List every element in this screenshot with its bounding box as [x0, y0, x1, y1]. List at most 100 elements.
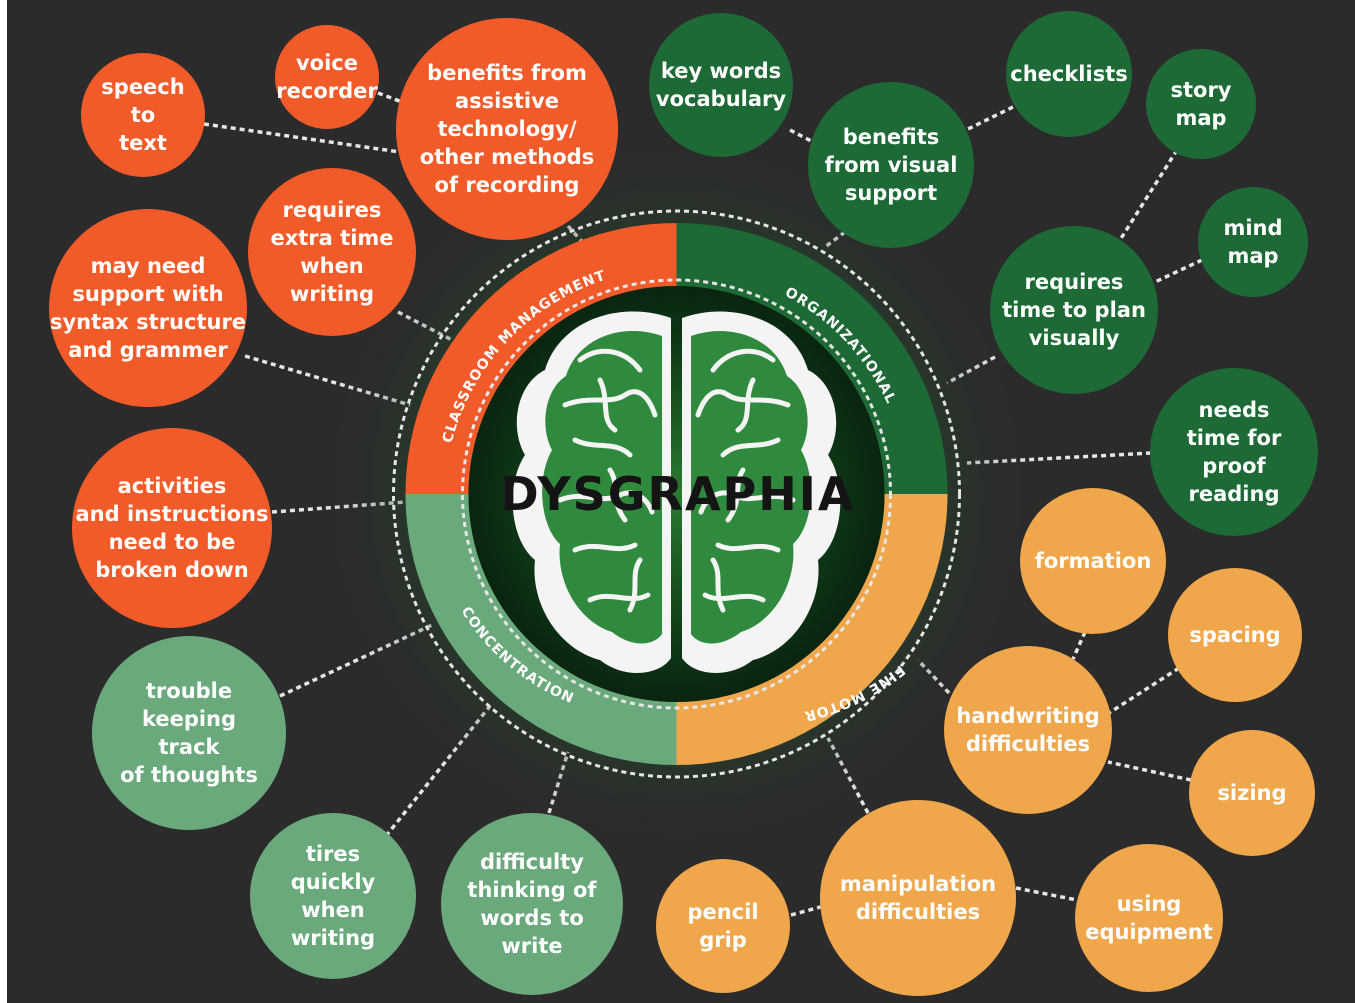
bubble-line: difficulties: [856, 900, 980, 924]
bubble-line: technology/: [437, 117, 576, 141]
bubble-circle-mind-map: [1198, 187, 1308, 297]
bubble-line: pencil: [687, 900, 758, 924]
bubble-circle-handwriting-difficulties: [944, 646, 1112, 814]
bubble-line: writing: [291, 926, 375, 950]
hub-outer-dashed-ring: [392, 209, 961, 779]
bubble-circle-pencil-grip: [656, 859, 790, 993]
bubble-line: other methods: [420, 145, 594, 169]
bubble-line: to: [131, 103, 155, 127]
bubble-plan-visually: requires time to plan visually: [990, 226, 1158, 394]
bubble-label-voice-recorder: voice recorder: [276, 51, 378, 103]
central-hub: DYSGRAPHIA CLASSROOM MANAGEMENT ORGANIZA…: [316, 134, 1037, 854]
connector-pencil-grip: [790, 904, 825, 917]
bubble-line: manipulation: [840, 872, 996, 896]
bubble-circle-extra-time: [248, 168, 416, 336]
bubble-line: visually: [1029, 326, 1120, 350]
connector-formation: [1071, 631, 1087, 660]
bubble-circle-visual-support: [808, 82, 974, 248]
bubble-line: map: [1227, 244, 1278, 268]
bubble-label-sizing: sizing: [1217, 781, 1286, 805]
connector-speech-to-text: [203, 122, 401, 154]
bubble-circle-key-words: [649, 13, 793, 157]
bubble-line: activities: [118, 474, 227, 498]
bubble-line: grip: [699, 928, 747, 952]
bubble-circle-broken-down: [72, 428, 272, 628]
bubble-line: may need: [91, 254, 206, 278]
bubble-line: formation: [1035, 549, 1152, 573]
bubble-line: requires: [283, 198, 382, 222]
bubble-line: story: [1170, 78, 1231, 102]
bubble-story-map: story map: [1146, 49, 1256, 159]
bubble-line: proof: [1202, 454, 1266, 478]
bubble-circle-speech-to-text: [81, 53, 205, 177]
bubble-extra-time: requires extra time when writing: [248, 168, 416, 336]
bubble-circle-proof-reading: [1150, 368, 1318, 536]
bubble-line: need to be: [109, 530, 236, 554]
bubble-circle-track-of-thoughts: [92, 636, 286, 830]
bubble-line: keeping: [142, 707, 236, 731]
bubble-line: map: [1175, 106, 1226, 130]
bubble-line: requires: [1025, 270, 1124, 294]
bubble-line: quickly: [291, 870, 376, 894]
bubble-line: reading: [1189, 482, 1280, 506]
bubble-line: writing: [290, 282, 374, 306]
bubble-circle-syntax-support: [49, 209, 247, 407]
bubble-manipulation-difficulties: manipulation difficulties: [820, 800, 1016, 996]
bubble-voice-recorder: voice recorder: [275, 25, 379, 129]
bubble-line: key words: [661, 59, 781, 83]
bubble-label-extra-time: requires extra time when writing: [270, 198, 393, 306]
bubble-line: recorder: [276, 79, 378, 103]
bubble-label-proof-reading: needs time for proof reading: [1187, 398, 1282, 506]
connector-syntax-support: [244, 354, 411, 407]
bubble-line: speech: [101, 75, 184, 99]
bubble-line: from visual: [825, 153, 958, 177]
bubble-label-checklists: checklists: [1010, 62, 1128, 86]
bubble-proof-reading: needs time for proof reading: [1150, 368, 1318, 536]
bubble-line: time for: [1187, 426, 1282, 450]
bubble-sizing: sizing: [1189, 730, 1315, 856]
bubble-label-plan-visually: requires time to plan visually: [1002, 270, 1146, 350]
bubble-line: handwriting: [956, 704, 1099, 728]
bubble-checklists: checklists: [1006, 11, 1132, 137]
bubble-line: benefits from: [427, 61, 587, 85]
bubble-circle-manipulation-difficulties: [820, 800, 1016, 996]
bubble-line: voice: [296, 51, 358, 75]
bubble-line: track: [159, 735, 221, 759]
hub-inner-dashed-ring: [461, 278, 892, 710]
bubble-line: when: [300, 254, 364, 278]
bubble-line: time to plan: [1002, 298, 1146, 322]
bubble-line: write: [501, 934, 562, 958]
bubble-line: of recording: [435, 173, 580, 197]
bubble-line: syntax structure: [50, 310, 246, 334]
brain-icon: [512, 311, 841, 673]
bubble-circle-plan-visually: [990, 226, 1158, 394]
bubble-line: difficulty: [480, 850, 584, 874]
diagram-title: DYSGRAPHIA: [501, 467, 856, 521]
bubble-circle-story-map: [1146, 49, 1256, 159]
bubble-line: needs: [1199, 398, 1270, 422]
connector-voice-recorder: [377, 91, 403, 104]
bubble-circle-using-equipment: [1075, 844, 1223, 992]
bubble-line: broken down: [95, 558, 249, 582]
bubble-circle-tires-quickly: [250, 813, 416, 979]
bubble-pencil-grip: pencil grip: [656, 859, 790, 993]
bubble-line: extra time: [270, 226, 393, 250]
